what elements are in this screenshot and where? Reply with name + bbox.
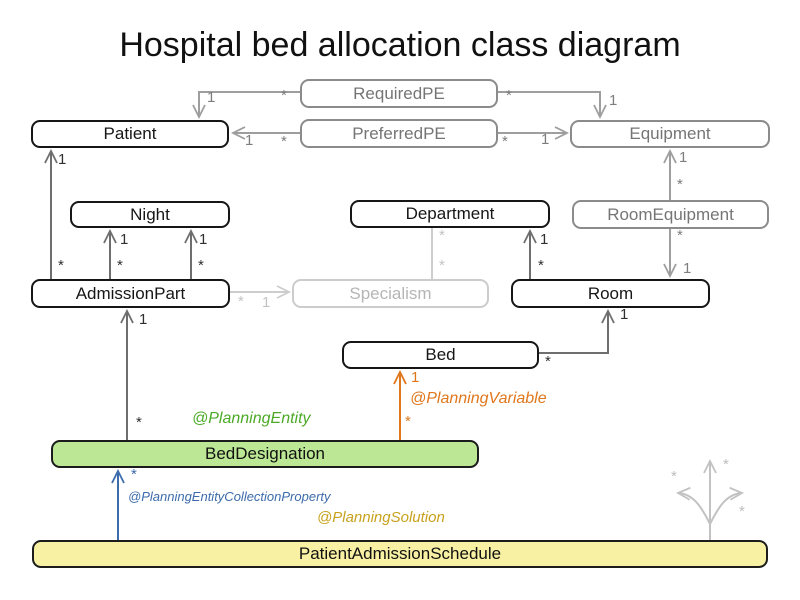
mult-roomequipment-room-many: * xyxy=(677,227,683,244)
mult-admissionpart-night2-one: 1 xyxy=(199,231,208,248)
class-night: Night xyxy=(70,201,230,228)
assoc-requiredpe-patient-line xyxy=(199,91,300,117)
mult-requiredpe-patient-many: * xyxy=(281,87,287,104)
mult-preferredpe-patient-many: * xyxy=(281,133,287,150)
mult-beddesignation-bed-many: * xyxy=(405,413,411,430)
fanout-left-branch-line xyxy=(678,493,711,525)
mult-preferredpe-equipment-one: 1 xyxy=(541,131,550,148)
mult-specialism-department-many-top: * xyxy=(439,227,445,244)
mult-preferredpe-equipment-many: * xyxy=(502,133,508,150)
class-bed: Bed xyxy=(342,341,539,369)
mult-beddesignation-admissionpart-many: * xyxy=(136,414,142,431)
annotation-planning-entity-collection-property: @PlanningEntityCollectionProperty xyxy=(128,489,331,504)
mult-admissionpart-night2-many: * xyxy=(198,257,204,274)
mult-admissionpart-specialism-many: * xyxy=(238,293,244,310)
mult-requiredpe-patient-one: 1 xyxy=(207,89,216,106)
class-patient: Patient xyxy=(31,120,229,148)
mult-bed-room-one: 1 xyxy=(620,306,629,323)
assoc-requiredpe-equipment-line xyxy=(498,91,600,117)
annotation-planning-entity: @PlanningEntity xyxy=(192,410,311,427)
fanout-right-branch-line xyxy=(709,493,742,525)
class-equipment: Equipment xyxy=(570,120,770,148)
mult-fanout-left-many: * xyxy=(671,468,677,485)
mult-preferredpe-patient-one: 1 xyxy=(245,132,254,149)
mult-requiredpe-equipment-many: * xyxy=(506,87,512,104)
diagram-title: Hospital bed allocation class diagram xyxy=(119,26,681,64)
assoc-bed-room-line xyxy=(539,311,608,354)
annotation-planning-solution: @PlanningSolution xyxy=(317,509,445,526)
mult-admissionpart-patient-many: * xyxy=(58,257,64,274)
annotation-planning-variable: @PlanningVariable xyxy=(410,390,547,407)
mult-fanout-top-many: * xyxy=(723,456,729,473)
class-room: Room xyxy=(511,279,710,308)
mult-admissionpart-specialism-one: 1 xyxy=(262,294,271,311)
class-specialism: Specialism xyxy=(292,279,489,308)
class-department: Department xyxy=(350,200,550,228)
mult-roomequipment-room-one: 1 xyxy=(683,260,692,277)
class-admissionpart: AdmissionPart xyxy=(31,279,230,308)
mult-beddesignation-admissionpart-one: 1 xyxy=(139,311,148,328)
mult-admissionpart-night1-many: * xyxy=(117,257,123,274)
class-preferredpe: PreferredPE xyxy=(300,119,498,148)
mult-admissionpart-night1-one: 1 xyxy=(120,231,129,248)
mult-roomequipment-equipment-one: 1 xyxy=(679,149,688,166)
class-roomequipment: RoomEquipment xyxy=(572,200,769,229)
mult-requiredpe-equipment-one: 1 xyxy=(609,92,618,109)
mult-specialism-department-many-bottom: * xyxy=(439,257,445,274)
mult-roomequipment-equipment-many: * xyxy=(677,176,683,193)
mult-schedule-beddesignation-many: * xyxy=(131,466,137,483)
mult-room-department-many: * xyxy=(538,257,544,274)
mult-beddesignation-bed-one: 1 xyxy=(411,369,420,386)
mult-admissionpart-patient-one: 1 xyxy=(58,151,67,168)
class-beddesignation: BedDesignation xyxy=(51,440,479,468)
class-patientadmissionschedule: PatientAdmissionSchedule xyxy=(32,540,768,568)
mult-room-department-one: 1 xyxy=(540,231,549,248)
class-requiredpe: RequiredPE xyxy=(300,79,498,108)
mult-fanout-right-many: * xyxy=(739,503,745,520)
mult-bed-room-many: * xyxy=(545,353,551,370)
